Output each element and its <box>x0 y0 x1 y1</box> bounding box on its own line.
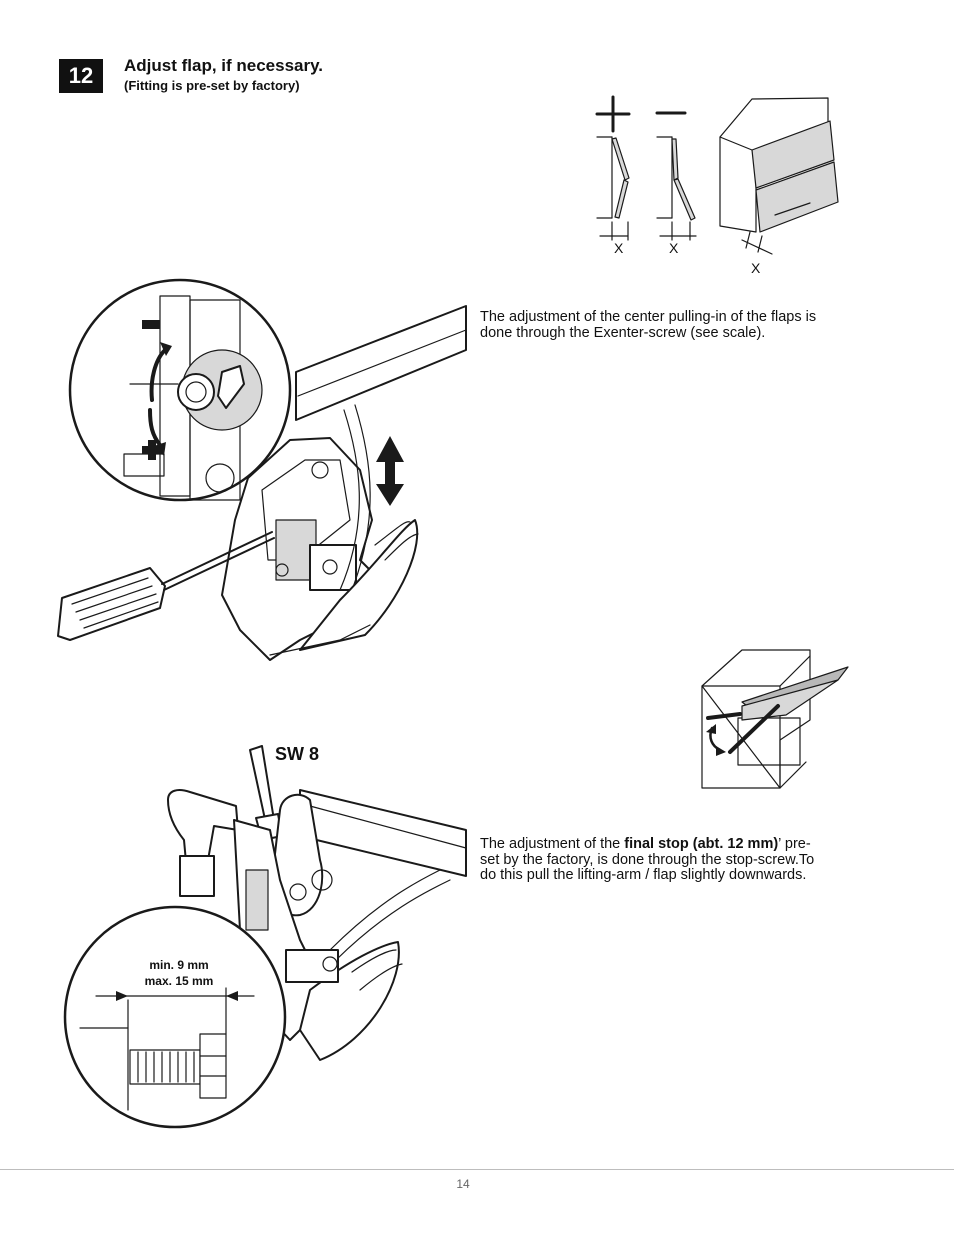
exenter-screw-instruction: The adjustment of the center pulling-in … <box>480 309 817 341</box>
hinge-illustration-exenter <box>57 278 467 661</box>
scale-diagram <box>595 95 839 255</box>
step-number-badge: 12 <box>59 59 103 93</box>
open-cabinet-icon <box>701 649 849 789</box>
min-dimension-label: min. 9 mm <box>149 958 208 972</box>
final-stop-text-bold: final stop (abt. 12 mm) <box>624 836 779 852</box>
step-subtitle: (Fitting is pre-set by factory) <box>124 78 300 93</box>
dimension-x-label: X <box>614 240 624 256</box>
dimension-x-label: X <box>751 260 761 276</box>
page-number: 14 <box>456 1177 470 1191</box>
final-stop-text-rest: ’ pre-set by the factory, is done throug… <box>480 836 815 883</box>
step-title: Adjust flap, if necessary. <box>124 56 324 75</box>
dimension-x-label: X <box>669 240 679 256</box>
final-stop-text-lead: The adjustment of the <box>480 836 625 852</box>
wrench-size-label: SW 8 <box>275 744 319 764</box>
hinge-illustration-stop-screw <box>63 745 467 1129</box>
footer-divider <box>0 1169 954 1170</box>
max-dimension-label: max. 15 mm <box>145 974 214 988</box>
final-stop-instruction: The adjustment of the final stop (abt. 1… <box>480 836 820 884</box>
